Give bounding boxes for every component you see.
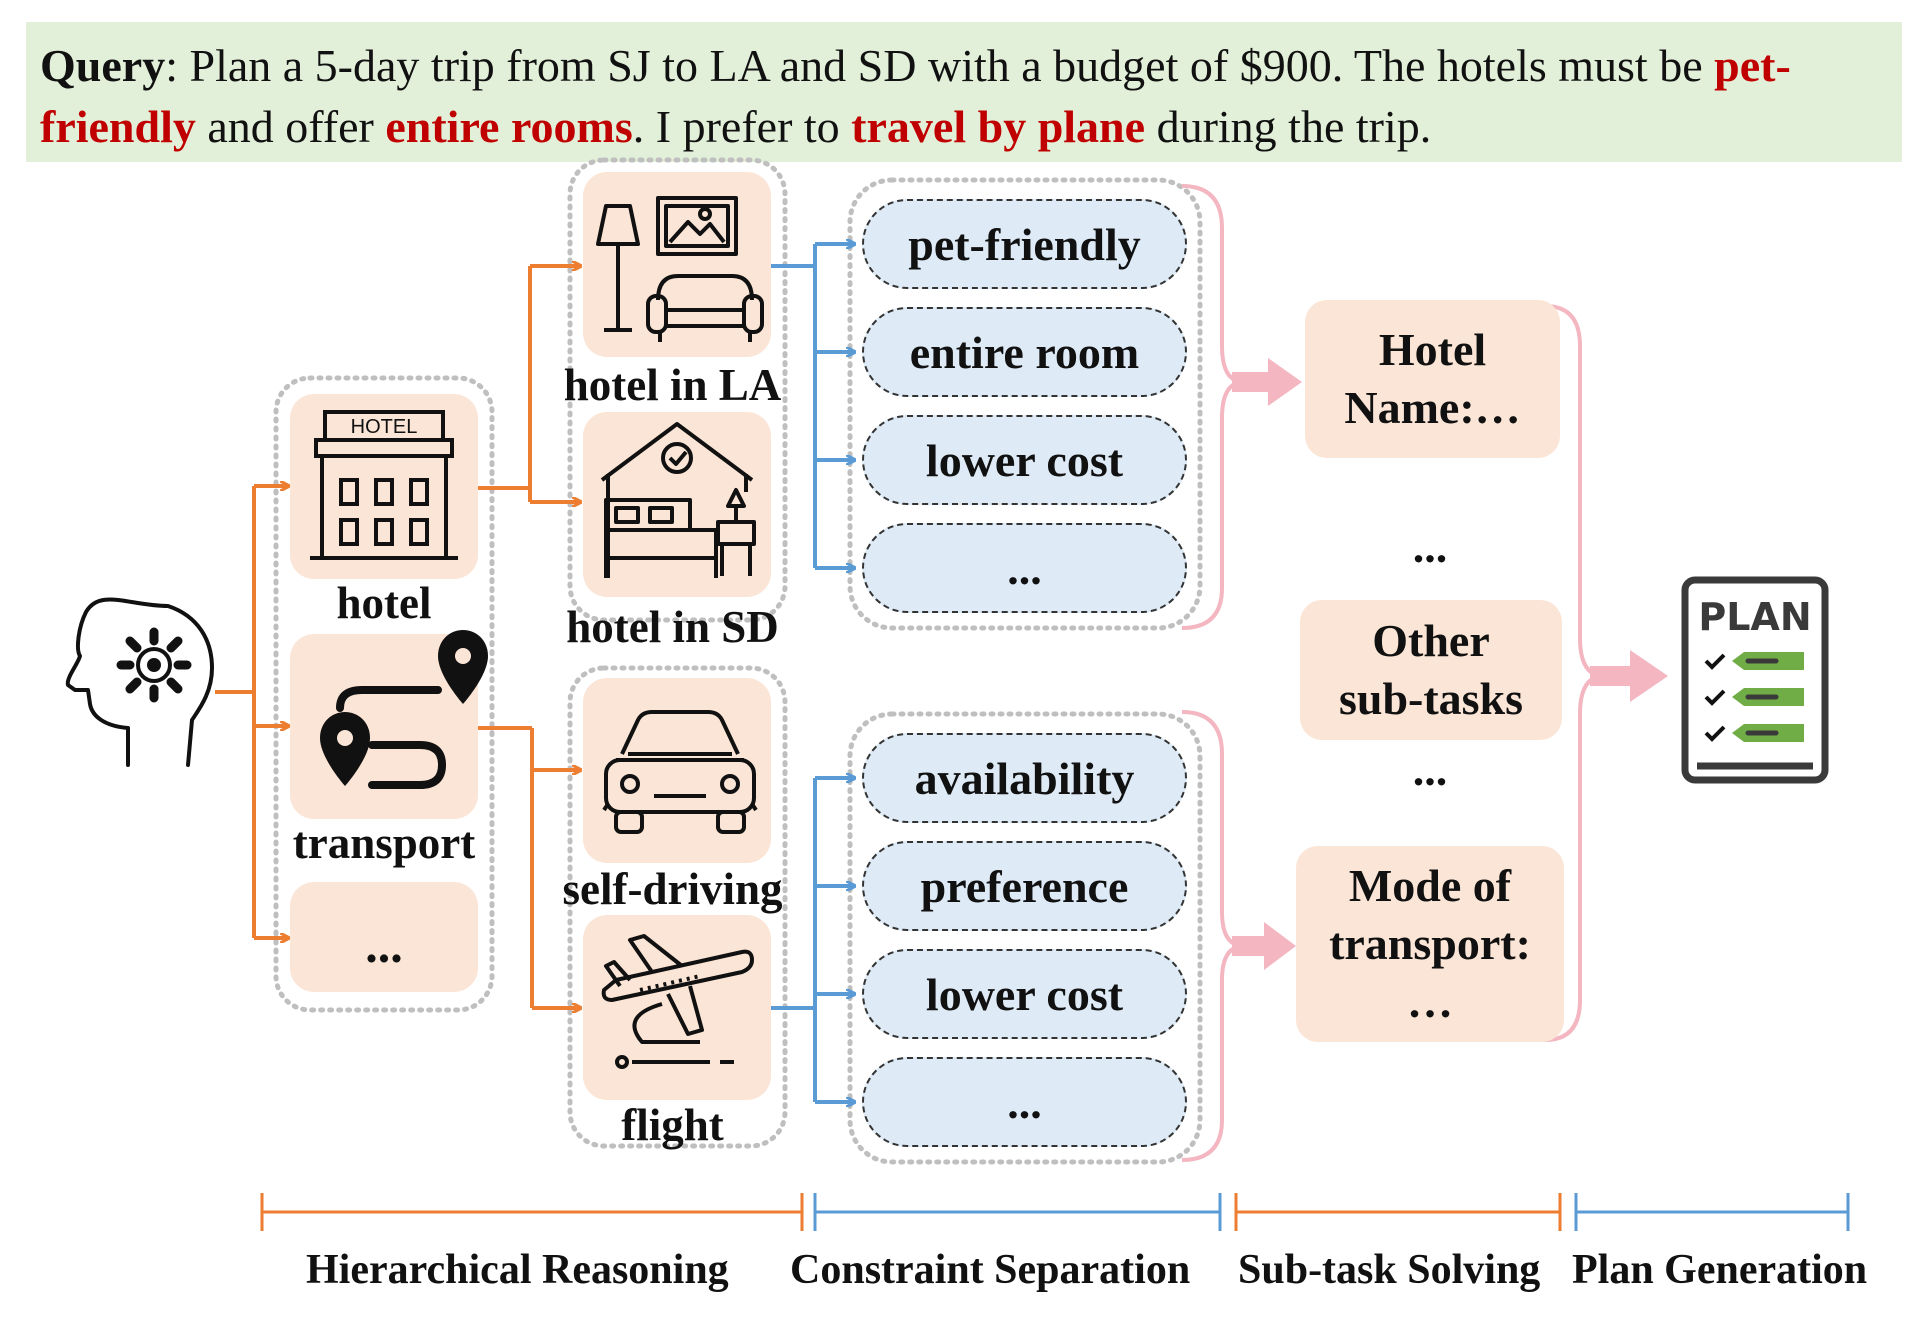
query-highlight-travel-by-plane: travel by plane — [851, 101, 1146, 152]
query-text-4: during the trip. — [1145, 101, 1432, 152]
hotel-label: hotel — [336, 578, 432, 628]
living-room-icon — [596, 196, 764, 342]
head-gear-icon — [65, 597, 214, 767]
stage-constraint-separation: Constraint Separation — [790, 1247, 1191, 1293]
query-label: Query — [40, 40, 166, 91]
subtask-mode-of-transport: Mode of transport: … — [1296, 846, 1564, 1042]
orange-connectors-transport — [478, 726, 580, 1008]
orange-connectors-hotel — [478, 266, 580, 502]
constraint-more-hotel: ... — [862, 523, 1187, 613]
query-banner: Query: Plan a 5-day trip from SJ to LA a… — [26, 22, 1902, 162]
query-text-2: and offer — [195, 101, 386, 152]
pink-arrow-to-mode-subtask — [1232, 922, 1296, 970]
stage-plan-generation: Plan Generation — [1572, 1247, 1868, 1293]
subtask-other-line2: sub-tasks — [1338, 673, 1524, 724]
constraint-lower-cost-transport: lower cost — [862, 949, 1187, 1039]
subtask-dots-a: ... — [1412, 521, 1448, 572]
flight-icon-box — [583, 915, 771, 1100]
transport-label: transport — [292, 818, 476, 868]
subtask-hotel-line2: Name:… — [1344, 382, 1521, 433]
level1-group-border — [273, 375, 495, 1013]
constraint-preference: preference — [862, 841, 1187, 931]
flight-label: flight — [621, 1100, 724, 1150]
hotel-constraints-group-border — [847, 177, 1203, 631]
transport-level2-group-border — [567, 665, 788, 1149]
blue-connectors-hotel — [771, 244, 854, 568]
query-highlight-pet-friendly: pet-friendly — [40, 40, 1791, 152]
stage-sub-task-solving: Sub-task Solving — [1238, 1247, 1541, 1293]
constraint-more-transport: ... — [862, 1057, 1187, 1147]
hotel-level2-group-border — [567, 157, 788, 623]
subtask-other-line1: Other — [1372, 615, 1490, 666]
subtask-mode-line2: transport: — [1329, 918, 1531, 969]
constraint-entire-room: entire room — [862, 307, 1187, 397]
query-highlight-entire-rooms: entire rooms — [385, 101, 633, 152]
pink-arrow-to-hotel-subtask — [1232, 358, 1302, 406]
pink-arrow-to-plan — [1590, 650, 1668, 702]
stage-bracket-subtask — [1234, 1193, 1562, 1231]
more-label: ... — [365, 917, 403, 973]
query-text-3: . I prefer to — [632, 101, 852, 152]
more-box — [290, 882, 478, 992]
plan-checklist-icon — [1681, 576, 1829, 784]
route-pins-icon — [320, 630, 488, 789]
transport-constraints-group-border — [847, 711, 1203, 1165]
plan-icon-text: PLAN — [1698, 595, 1811, 639]
constraint-lower-cost-hotel: lower cost — [862, 415, 1187, 505]
blue-connectors-transport — [771, 778, 854, 1102]
hotel-in-sd-label: hotel in SD — [566, 602, 779, 652]
orange-connectors-level1 — [215, 486, 288, 938]
stage-bracket-hierarchical — [260, 1193, 804, 1231]
pink-brace-hotel-constraints — [1181, 184, 1245, 630]
stage-bracket-plan — [1574, 1193, 1850, 1231]
subtask-mode-line1: Mode of — [1348, 860, 1512, 911]
subtask-dots-b: ... — [1412, 744, 1448, 795]
constraint-availability: availability — [862, 733, 1187, 823]
subtask-hotel-line1: Hotel — [1378, 324, 1487, 375]
subtask-hotel-name: Hotel Name:… — [1305, 300, 1560, 458]
hotel-in-la-label: hotel in LA — [563, 360, 782, 410]
query-text-1: : Plan a 5-day trip from SJ to LA and SD… — [165, 40, 1715, 91]
hotel-icon-text: HOTEL — [351, 416, 418, 438]
hotel-building-icon — [310, 410, 458, 560]
airplane-icon — [601, 934, 754, 1069]
subtask-other: Other sub-tasks — [1300, 600, 1562, 740]
subtask-mode-line3: … — [1407, 976, 1453, 1027]
stage-bracket-constraint — [813, 1193, 1222, 1231]
constraint-pet-friendly: pet-friendly — [862, 199, 1187, 289]
bedroom-icon — [600, 422, 756, 578]
self-driving-label: self-driving — [562, 864, 783, 914]
stage-hierarchical-reasoning: Hierarchical Reasoning — [306, 1247, 729, 1293]
car-icon — [602, 710, 758, 834]
